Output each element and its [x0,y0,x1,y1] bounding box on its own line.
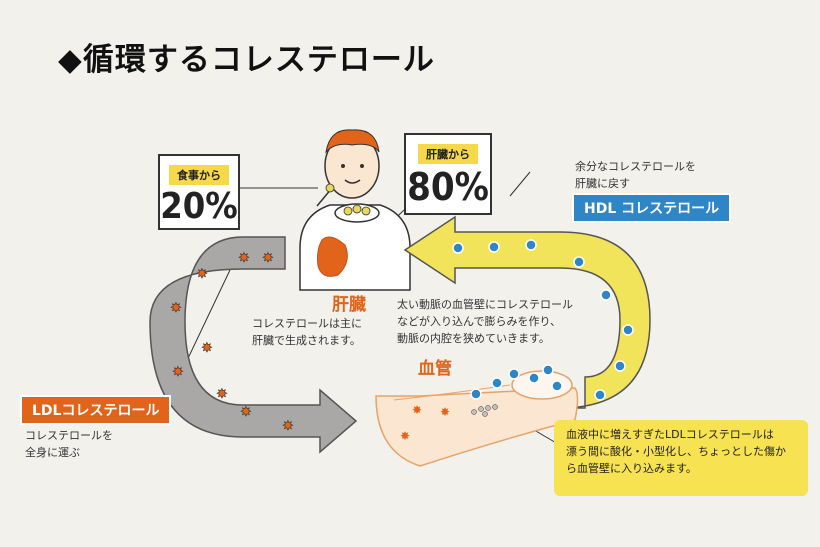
hdl-particle [594,389,606,401]
person-hair [325,129,380,154]
hdl-particle [573,256,585,268]
liver-description: コレステロールは主に 肝臓で生成されます。 [252,315,362,349]
ldl-description: コレステロールを 全身に運ぶ [25,427,113,461]
food-on-fork [325,183,335,193]
artery-description: 太い動脈の血管壁にコレステロール などが入り込んで膨らみを作り、 動脈の内腔を狭… [397,296,573,347]
person-eye-right [360,164,364,168]
note-line: 漂う間に酸化・小型化し、ちょっとした傷か [566,445,786,459]
ldl-arrow-shape [149,236,358,454]
vessel-label: 血管 [418,359,452,379]
oxidized-particle [478,406,484,412]
hdl-particle [551,380,563,392]
person-eye-left [341,164,345,168]
ldl-particle: ✸ [171,301,182,316]
oxidized-particle [482,411,488,417]
hdl-particle [508,368,520,380]
ldl-particle: ✸ [197,267,208,282]
liver-label: 肝臓 [332,295,366,315]
ldl-particle: ✸ [241,405,252,420]
ldl-arrow: ✸ ✸ ✸ ✸ ✸ ✸ ✸ ✸ ✸ [149,236,358,454]
artery-description-line: 太い動脈の血管壁にコレステロール [397,298,573,311]
liver-organ [317,236,348,277]
food-item [361,206,371,216]
ldl-particle: ✸ [217,387,228,402]
ldl-oxidation-note: 血液中に増えすぎたLDLコレステロールは 漂う間に酸化・小型化し、ちょっとした傷… [554,420,808,496]
diet-source-tag: 食事から [169,165,229,185]
hdl-description: 余分なコレステロールを 肝臓に戻す [575,158,696,192]
artery-description-line: 動脈の内腔を狭めていきます。 [397,332,550,346]
hdl-particle [525,239,537,251]
food-item [352,204,362,214]
diet-source-percent: 20% [160,186,238,227]
hdl-particle [600,289,612,301]
hdl-particle [488,241,500,253]
liver-source-percent: 80% [407,165,489,209]
ldl-particle: ✸ [173,365,184,380]
note-line: 血液中に増えすぎたLDLコレステロールは [566,428,774,441]
ldl-particle: ✸ [400,429,410,443]
page-title: ◆循環するコレステロール [58,42,435,78]
hdl-arrow-shape [403,215,651,409]
hdl-connector-line [509,171,531,197]
ldl-particle: ✸ [440,405,450,419]
vessel-opening [511,370,573,400]
hdl-particle [470,388,482,400]
note-line: ら血管壁に入り込みます。 [566,462,697,476]
hdl-description-line: 余分なコレステロールを [575,160,696,173]
ldl-particle: ✸ [412,403,422,417]
ldl-description-line: 全身に運ぶ [25,446,80,460]
hdl-particle [528,372,540,384]
hdl-particle [542,364,554,376]
liver-description-line: 肝臓で生成されます。 [252,334,361,348]
hdl-label: HDL コレステロール [572,193,732,223]
food-item [343,206,353,216]
person-illustration [299,129,411,291]
liver-description-line: コレステロールは主に [252,317,362,330]
diet-source-box: 食事から 20% [158,154,240,230]
hdl-particle [452,242,464,254]
liver-source-tag: 肝臓から [418,144,478,164]
hdl-arrow [403,215,651,409]
hdl-description-line: 肝臓に戻す [575,177,630,191]
liver-source-box: 肝臓から 80% [404,133,492,215]
hdl-particle [491,377,503,389]
oxidized-particle [471,409,477,415]
ldl-description-line: コレステロールを [25,429,113,442]
blood-vessel: ✸ ✸ ✸ [375,364,579,467]
person-mouth [344,179,361,184]
artery-description-line: などが入り込んで膨らみを作り、 [397,315,562,329]
ldl-label: LDLコレステロール [20,395,172,425]
oxidized-particle [485,405,491,411]
hdl-particle [622,324,634,336]
ldl-particle: ✸ [283,419,294,434]
hdl-particle [614,360,626,372]
ldl-particle: ✸ [239,251,250,266]
ldl-particle: ✸ [263,251,274,266]
ldl-particle: ✸ [202,341,213,356]
oxidized-particle [492,404,498,410]
